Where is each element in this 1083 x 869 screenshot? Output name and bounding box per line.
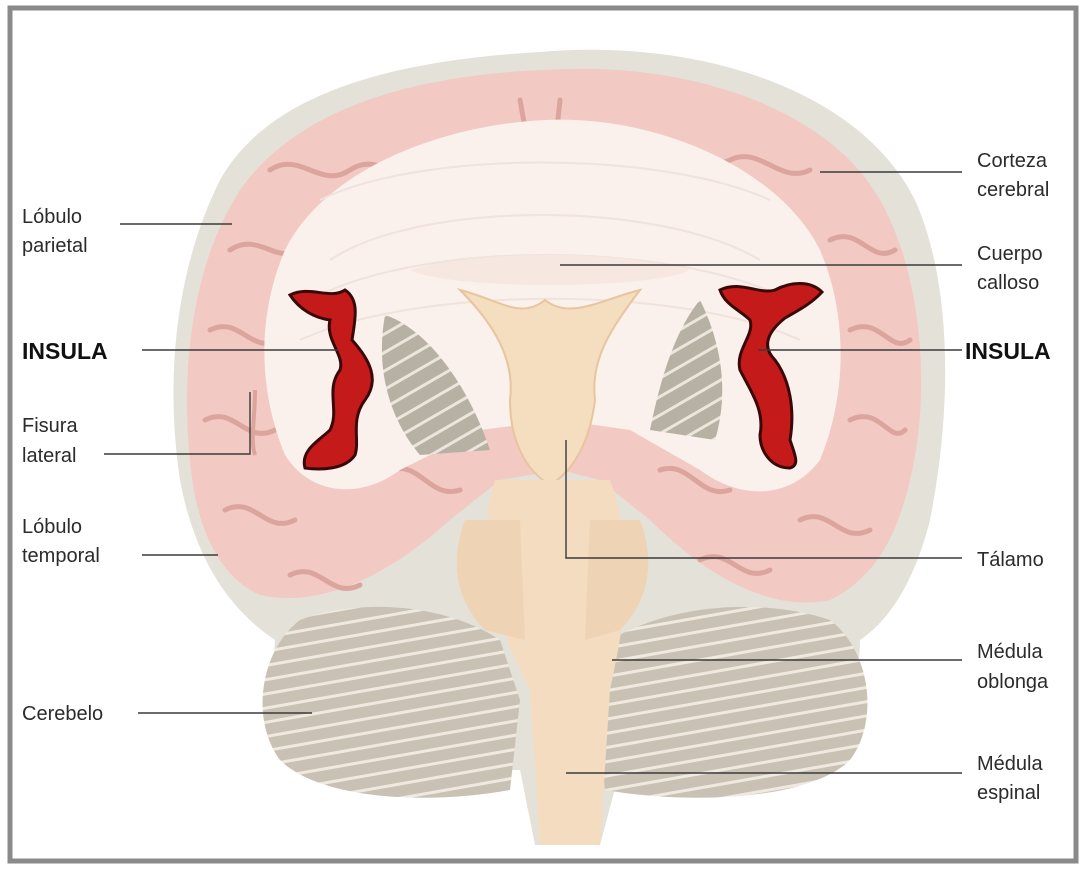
label-lobulo-parietal: Lóbulo parietal <box>22 206 88 257</box>
label-corteza-cerebral: Corteza cerebral <box>977 150 1053 201</box>
label-cuerpo-calloso: Cuerpo calloso <box>977 243 1048 294</box>
lateral-fissure <box>253 390 255 455</box>
label-cerebelo: Cerebelo <box>22 703 103 725</box>
label-fisura-lateral: Fisura lateral <box>22 415 83 467</box>
cerebellum-right <box>595 607 867 798</box>
label-talamo: Tálamo <box>977 549 1044 571</box>
label-medula-espinal: Médula espinal <box>977 753 1048 804</box>
label-lobulo-temporal: Lóbulo temporal <box>22 516 100 567</box>
label-medula-oblonga: Médula oblonga <box>977 641 1049 693</box>
cerebellum <box>263 607 520 798</box>
label-insula-left: INSULA <box>22 338 108 364</box>
label-insula-right: INSULA <box>965 338 1051 364</box>
